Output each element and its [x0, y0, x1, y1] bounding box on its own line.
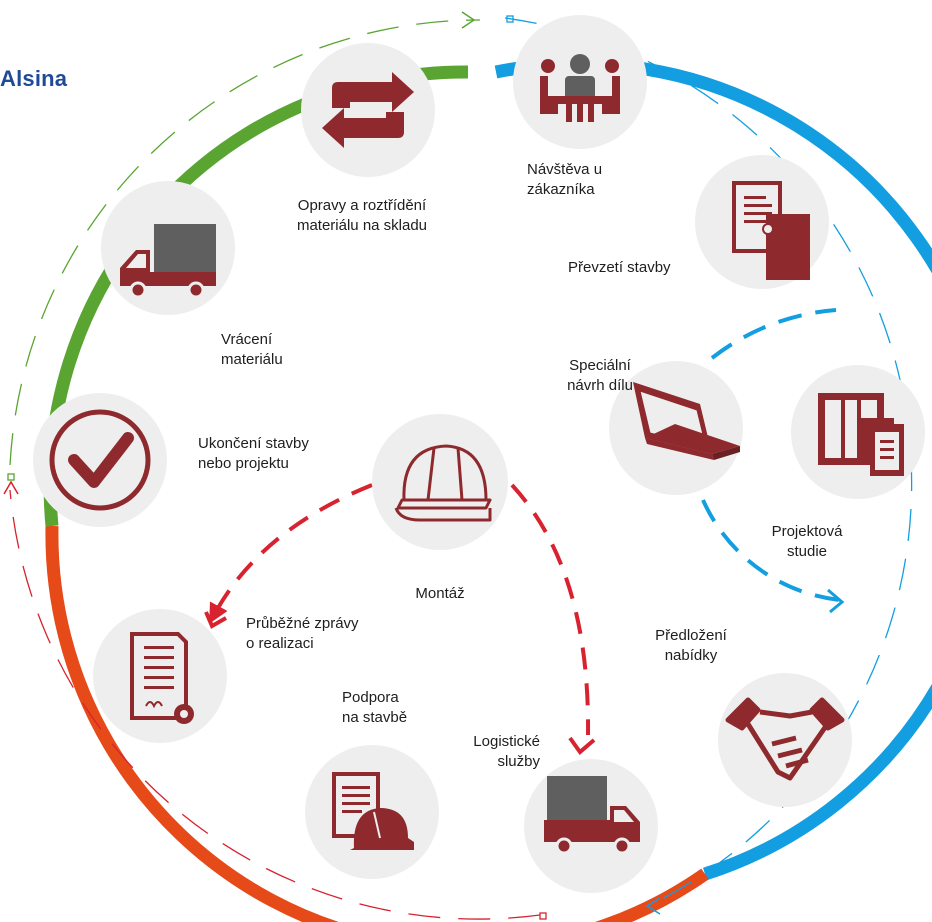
- node-customer-visit: [513, 15, 647, 149]
- label-line: návrh dílu: [567, 377, 633, 394]
- label-customer-visit: Návštěva u zákazníka: [527, 160, 602, 200]
- label-line: Návštěva u: [527, 161, 603, 178]
- ring-arc-orange: [45, 525, 709, 922]
- label-line: Logistické: [473, 733, 540, 750]
- swap-arrows-icon: [322, 72, 414, 148]
- label-line: nabídky: [664, 647, 718, 664]
- certificate-icon: [130, 632, 194, 724]
- label-site-support: Podpora na stavbě: [342, 688, 407, 728]
- inner-dashed-arc-blue-top: [710, 308, 837, 360]
- node-material-return: [101, 181, 235, 315]
- outer-dashed-arc-green: [9, 19, 481, 466]
- node-project-study: [791, 365, 925, 499]
- truck-icon: [544, 776, 640, 855]
- label-line: Průběžné zprávy: [246, 615, 359, 632]
- label-line: materiálu: [221, 351, 283, 368]
- inner-arrow-red: [568, 736, 596, 755]
- node-assembly: [372, 414, 508, 550]
- label-line: studie: [786, 543, 828, 560]
- label-line: Převzetí stavby: [568, 259, 671, 276]
- label-line: Projektová: [771, 523, 843, 540]
- node-special-design: [609, 361, 743, 495]
- label-line: Vrácení: [221, 331, 273, 348]
- node-progress-reports: [93, 609, 227, 743]
- node-offer: [718, 673, 852, 807]
- label-line: Předložení: [655, 627, 727, 644]
- outer-dashed-arc-red: [9, 489, 541, 920]
- blueprint-icon: [818, 393, 904, 476]
- outer-terminal-green: [7, 473, 15, 481]
- laptop-icon: [633, 382, 740, 460]
- label-line: o realizaci: [246, 635, 314, 652]
- label-material-return: Vrácení materiálu: [221, 330, 283, 370]
- node-site-support: [305, 745, 439, 879]
- inner-arrow-red-left: [204, 611, 227, 629]
- label-offer: Předložení nabídky: [636, 626, 746, 666]
- label-progress-reports: Průběžné zprávy o realizaci: [246, 614, 359, 654]
- return-truck-icon: [120, 224, 216, 299]
- label-line: na stavbě: [342, 709, 408, 726]
- node-site-handover: [695, 155, 829, 289]
- inner-dashed-arc-red-right: [510, 483, 591, 736]
- label-repairs-sorting: Opravy a roztřídění materiálu na skladu: [272, 196, 452, 236]
- label-logistics: Logistické služby: [430, 732, 540, 772]
- outer-arrow-blue: [645, 897, 661, 915]
- label-site-handover: Převzetí stavby: [568, 258, 671, 278]
- label-special-design: Speciální návrh dílu: [554, 356, 646, 396]
- label-assembly: Montáž: [390, 584, 490, 604]
- label-line: Speciální: [569, 357, 631, 374]
- inner-arrow-blue: [827, 588, 845, 614]
- node-completion: [33, 393, 167, 527]
- label-line: Podpora: [342, 689, 399, 706]
- outer-terminal-red: [539, 912, 547, 920]
- label-completion: Ukončení stavby nebo projektu: [198, 434, 309, 474]
- outer-terminal-blue: [506, 15, 514, 23]
- label-line: materiálu na skladu: [296, 217, 428, 234]
- ring-arc-blue: [494, 57, 932, 881]
- meeting-icon: [540, 54, 620, 122]
- hard-hat-icon: [394, 444, 492, 522]
- node-repairs-sorting: [301, 43, 435, 177]
- label-line: Ukončení stavby: [198, 435, 309, 452]
- handshake-icon: [725, 697, 845, 781]
- inner-dashed-arc-blue: [701, 499, 841, 602]
- brand-logo-text: Alsina: [0, 66, 68, 91]
- label-line: Montáž: [415, 585, 465, 602]
- label-line: zákazníka: [527, 181, 595, 198]
- outer-arrow-green: [461, 11, 476, 29]
- document-helmet-icon: [332, 772, 414, 850]
- label-project-study: Projektová studie: [752, 522, 862, 562]
- node-logistics: [524, 759, 658, 893]
- outer-arrow-red: [3, 480, 19, 495]
- label-line: nebo projektu: [198, 455, 289, 472]
- inner-dashed-arc-red-left: [209, 483, 373, 624]
- checkmark-icon: [49, 409, 151, 511]
- documents-icon: [732, 181, 810, 280]
- label-line: služby: [497, 753, 540, 770]
- label-line: Opravy a roztřídění: [297, 197, 427, 214]
